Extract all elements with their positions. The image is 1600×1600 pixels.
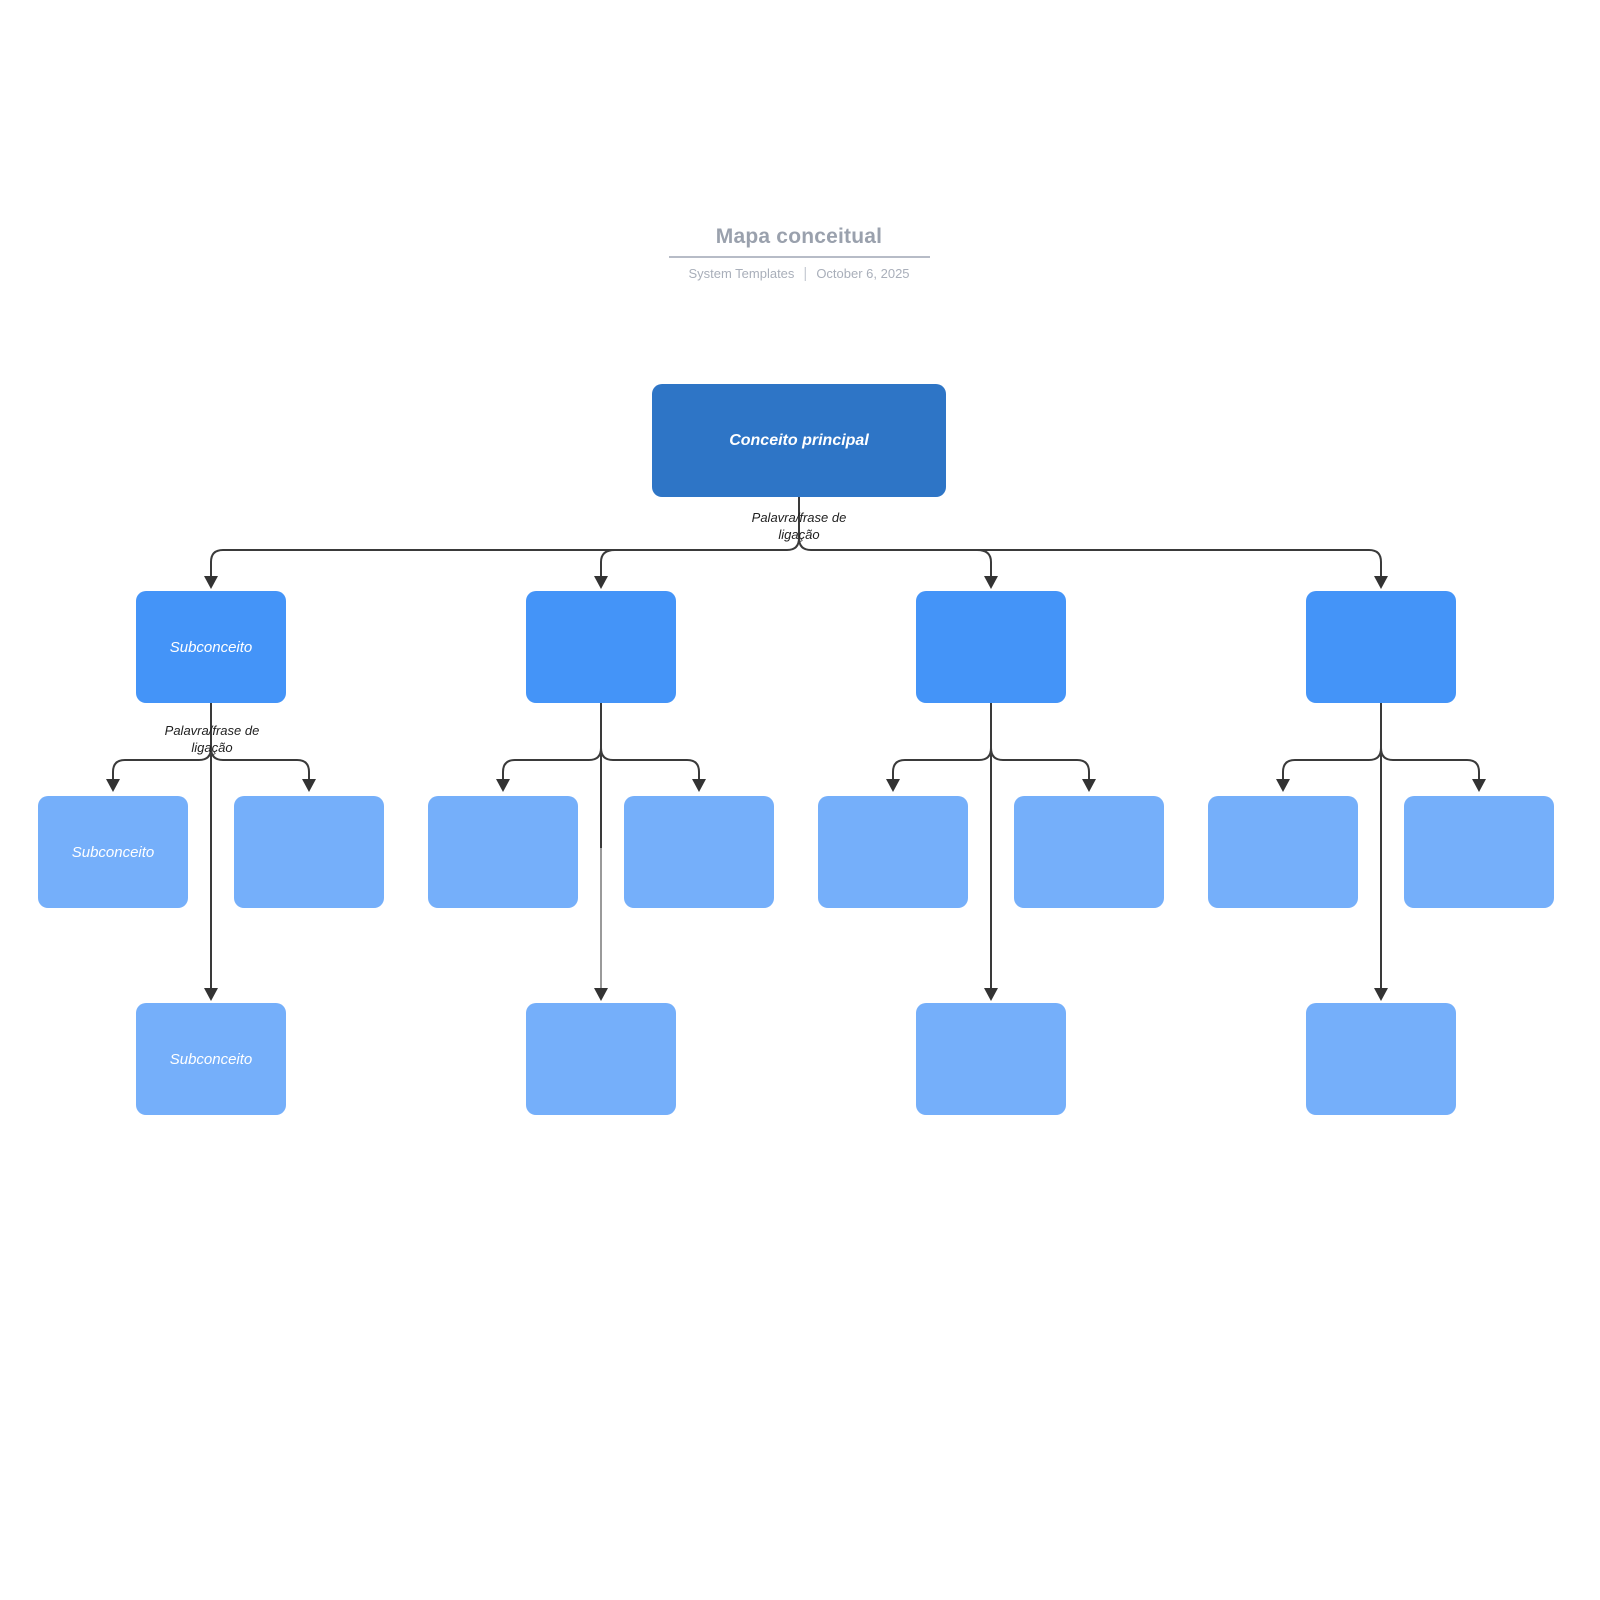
leaf-node-3a[interactable] xyxy=(818,796,968,908)
arrowhead xyxy=(1374,576,1388,589)
connector-branch-1[interactable] xyxy=(106,703,316,1001)
arrowhead xyxy=(204,576,218,589)
bottom-node-1[interactable]: Subconceito xyxy=(136,1003,286,1115)
leaf-node-4a[interactable] xyxy=(1208,796,1358,908)
subconcept-node-4[interactable] xyxy=(1306,591,1456,703)
leaf-node-2a[interactable] xyxy=(428,796,578,908)
arrowhead xyxy=(692,779,706,792)
root-link-phrase-label[interactable]: Palavra/frase de ligação xyxy=(751,510,847,542)
arrowhead xyxy=(1082,779,1096,792)
arrowhead xyxy=(886,779,900,792)
bottom-node-2[interactable] xyxy=(526,1003,676,1115)
connector-branch-3[interactable] xyxy=(886,703,1096,1001)
arrowhead xyxy=(1276,779,1290,792)
subconcept-label: Subconceito xyxy=(169,638,253,656)
bottom-node-3[interactable] xyxy=(916,1003,1066,1115)
subconcept-node-2[interactable] xyxy=(526,591,676,703)
leaf-node-1b[interactable] xyxy=(234,796,384,908)
connector-branch-2[interactable] xyxy=(496,703,706,1001)
arrowhead xyxy=(984,576,998,589)
branch1-link-phrase-label[interactable]: Palavra/frase de ligação xyxy=(164,723,260,755)
arrowhead xyxy=(594,988,608,1001)
leaf-node-4b[interactable] xyxy=(1404,796,1554,908)
leaf-label: Subconceito xyxy=(71,843,155,861)
connector-root-trunk[interactable] xyxy=(204,497,1388,589)
main-concept-node[interactable]: Conceito principal xyxy=(652,384,946,497)
arrowhead xyxy=(1472,779,1486,792)
arrowhead xyxy=(204,988,218,1001)
leaf-node-1a[interactable]: Subconceito xyxy=(38,796,188,908)
arrowhead xyxy=(984,988,998,1001)
bottom-node-4[interactable] xyxy=(1306,1003,1456,1115)
subconcept-node-1[interactable]: Subconceito xyxy=(136,591,286,703)
arrowhead xyxy=(1374,988,1388,1001)
leaf-node-3b[interactable] xyxy=(1014,796,1164,908)
arrowhead xyxy=(496,779,510,792)
main-concept-label: Conceito principal xyxy=(729,431,869,449)
subconcept-node-3[interactable] xyxy=(916,591,1066,703)
bottom-label: Subconceito xyxy=(169,1050,253,1068)
arrowhead xyxy=(106,779,120,792)
arrowhead xyxy=(594,576,608,589)
leaf-node-2b[interactable] xyxy=(624,796,774,908)
arrowhead xyxy=(302,779,316,792)
connector-branch-4[interactable] xyxy=(1276,703,1486,1001)
